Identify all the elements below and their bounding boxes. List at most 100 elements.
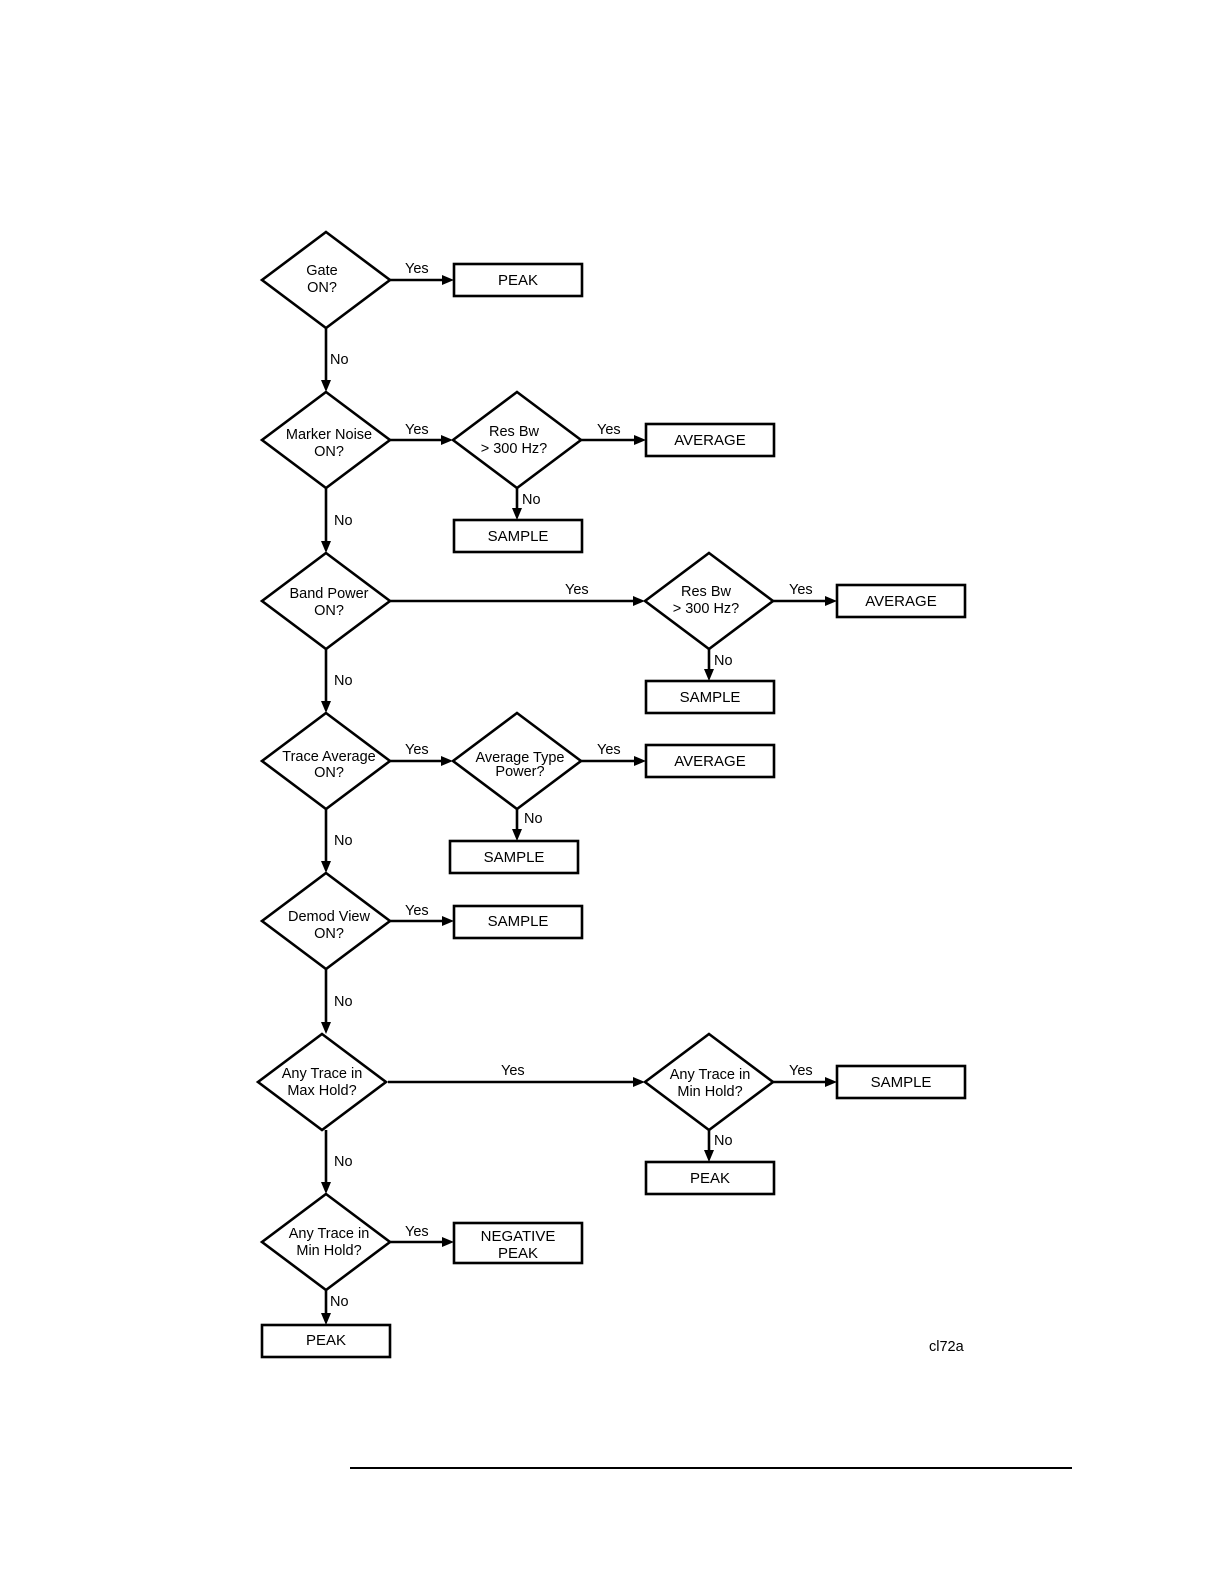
arrowhead [442, 916, 454, 926]
branch-label-yes: Yes [565, 582, 589, 598]
decision-text: Max Hold? [287, 1083, 356, 1099]
decision-text: > 300 Hz? [481, 441, 548, 457]
outcome-sample-5: SAMPLE [835, 1064, 967, 1100]
branch-label-yes: Yes [597, 422, 621, 438]
outcome-text: SAMPLE [871, 1074, 932, 1091]
decision-text: Band Power [290, 586, 369, 602]
decision-text: Min Hold? [677, 1084, 742, 1100]
outcome-peak-1: PEAK [452, 262, 584, 298]
arrowhead [634, 435, 646, 445]
arrowhead [442, 1237, 454, 1247]
footer-rule [350, 1467, 1072, 1469]
decision-diamond [259, 1192, 393, 1292]
decision-text: Gate [306, 263, 337, 279]
decision-diamond [259, 551, 393, 651]
decision-diamond [259, 711, 393, 811]
outcome-text: AVERAGE [865, 593, 936, 610]
outcome-text: SAMPLE [488, 528, 549, 545]
arrowhead [512, 508, 522, 520]
outcome-box [835, 1064, 967, 1100]
outcome-box [452, 262, 584, 298]
branch-label-yes: Yes [501, 1063, 525, 1079]
branch-label-yes: Yes [405, 742, 429, 758]
arrowhead [441, 756, 453, 766]
arrowhead [704, 669, 714, 681]
branch-label-no: No [330, 352, 349, 368]
branch-label-no: No [714, 653, 733, 669]
decision-diamond [642, 1032, 776, 1132]
outcome-text: AVERAGE [674, 432, 745, 449]
outcome-text: SAMPLE [484, 849, 545, 866]
decision-res-bw-2: Res Bw> 300 Hz? [642, 551, 776, 651]
arrowhead [633, 596, 645, 606]
branch-label-no: No [714, 1133, 733, 1149]
decision-text: Res Bw [681, 584, 731, 600]
decision-text: Any Trace in [282, 1066, 363, 1082]
decision-text: ON? [307, 280, 337, 296]
outcome-text: PEAK [498, 272, 538, 289]
outcome-text: AVERAGE [674, 753, 745, 770]
branch-label-yes: Yes [789, 1063, 813, 1079]
outcome-average-2: AVERAGE [835, 583, 967, 619]
decision-diamond [642, 551, 776, 651]
outcome-box [835, 583, 967, 619]
outcome-box [644, 422, 776, 458]
arrowhead [321, 1022, 331, 1034]
outcome-average-3: AVERAGE [644, 743, 776, 779]
connectors [321, 275, 837, 1325]
arrowhead [321, 861, 331, 873]
figure-id: cl72a [929, 1339, 965, 1355]
arrowhead [442, 275, 454, 285]
outcome-text: NEGATIVE [481, 1228, 556, 1245]
branch-label-no: No [330, 1294, 349, 1310]
arrowhead [633, 1077, 645, 1087]
branch-label-yes: Yes [405, 903, 429, 919]
outcome-sample-4: SAMPLE [452, 904, 584, 940]
outcome-box [448, 839, 580, 875]
branch-label-no: No [522, 492, 541, 508]
arrowhead [321, 701, 331, 713]
decision-diamond [450, 390, 584, 490]
decision-text: Trace Average [282, 749, 376, 765]
outcome-box [452, 904, 584, 940]
outcome-text: SAMPLE [680, 689, 741, 706]
branch-label-no: No [334, 833, 353, 849]
outcome-sample-1: SAMPLE [452, 518, 584, 554]
outcome-box [452, 518, 584, 554]
outcome-sample-2: SAMPLE [644, 679, 776, 715]
branch-label-no: No [524, 811, 543, 827]
arrowhead [704, 1150, 714, 1162]
decision-text: ON? [314, 444, 344, 460]
outcome-average-1: AVERAGE [644, 422, 776, 458]
branch-label-yes: Yes [405, 1224, 429, 1240]
branch-label-no: No [334, 994, 353, 1010]
outcome-peak-3: PEAK [260, 1323, 392, 1359]
decision-diamond [259, 230, 393, 330]
decision-res-bw-1: Res Bw> 300 Hz? [450, 390, 584, 490]
outcome-sample-3: SAMPLE [448, 839, 580, 875]
decision-text: > 300 Hz? [673, 601, 740, 617]
branch-label-yes: Yes [405, 422, 429, 438]
arrowhead [321, 1182, 331, 1194]
decision-text: Demod View [288, 909, 370, 925]
outcome-text: PEAK [498, 1245, 538, 1262]
arrowhead [634, 756, 646, 766]
branch-label-yes: Yes [789, 582, 813, 598]
decision-diamond [259, 390, 393, 490]
decision-text: Any Trace in [670, 1067, 751, 1083]
outcome-text: PEAK [306, 1332, 346, 1349]
branch-label-no: No [334, 673, 353, 689]
branch-label-yes: Yes [597, 742, 621, 758]
branch-label-no: No [334, 1154, 353, 1170]
decision-text: Marker Noise [286, 427, 372, 443]
decision-text: Res Bw [489, 424, 539, 440]
arrowhead [825, 1077, 837, 1087]
